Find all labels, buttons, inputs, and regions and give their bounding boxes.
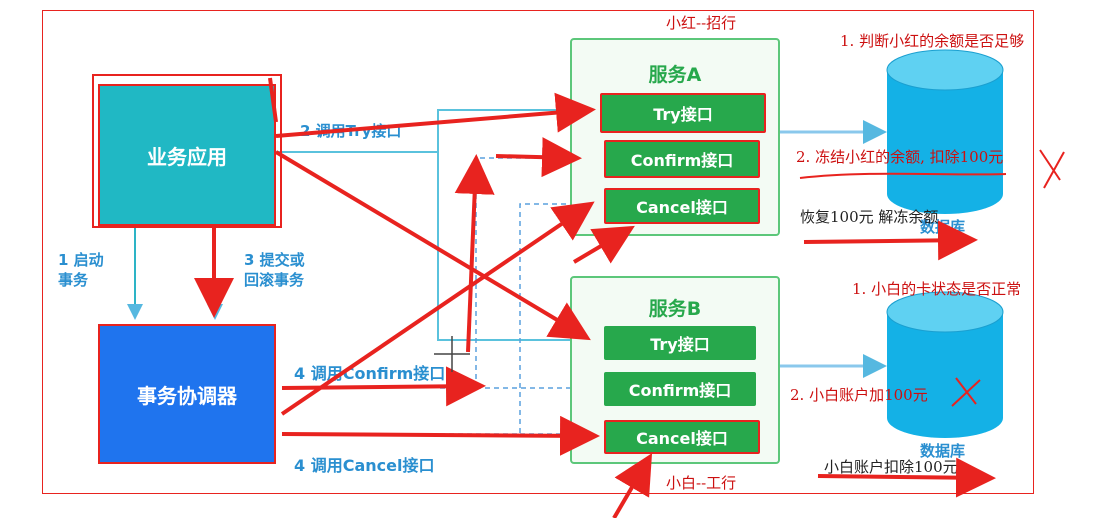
label-start-tx: 1 启动事务 (58, 251, 104, 289)
outer-frame (42, 10, 1034, 494)
note-check-card: 1. 小白的卡状态是否正常 (852, 280, 1022, 298)
service-a-cancel-button[interactable]: Cancel接口 (604, 188, 760, 224)
tx-coordinator-box[interactable]: 事务协调器 (98, 324, 276, 464)
note-freeze: 2. 冻结小红的余额, 扣除100元 (796, 148, 1004, 166)
database-a-icon (886, 49, 1004, 214)
note-restore: 恢复100元 解冻余额 (800, 208, 939, 226)
note-check-balance: 1. 判断小红的余额是否足够 (840, 32, 1025, 50)
note-xiaobai: 小白--工行 (666, 474, 737, 492)
service-a-confirm-button[interactable]: Confirm接口 (604, 140, 760, 178)
service-b-title: 服务B (648, 298, 702, 320)
label-commit-rollback: 3 提交或回滚事务 (244, 251, 305, 289)
note-xiaohong: 小红--招行 (666, 14, 737, 32)
note-deduct: 小白账户扣除100元 (824, 458, 958, 476)
service-a-title: 服务A (648, 64, 702, 86)
label-call-cancel: 4 调用Cancel接口 (294, 456, 435, 475)
note-add: 2. 小白账户加100元 (790, 386, 928, 404)
business-app-outline (92, 74, 282, 228)
service-a-try-button[interactable]: Try接口 (600, 93, 766, 133)
business-app-box[interactable]: 业务应用 (98, 84, 276, 226)
database-b-icon (886, 291, 1004, 438)
service-b-confirm-button[interactable]: Confirm接口 (604, 372, 756, 406)
business-app-label: 业务应用 (147, 144, 227, 169)
service-b-try-button[interactable]: Try接口 (604, 326, 756, 360)
database-b-label: 数据库 (920, 442, 966, 460)
tx-coordinator-label: 事务协调器 (137, 383, 237, 408)
service-b-cancel-button[interactable]: Cancel接口 (604, 420, 760, 454)
